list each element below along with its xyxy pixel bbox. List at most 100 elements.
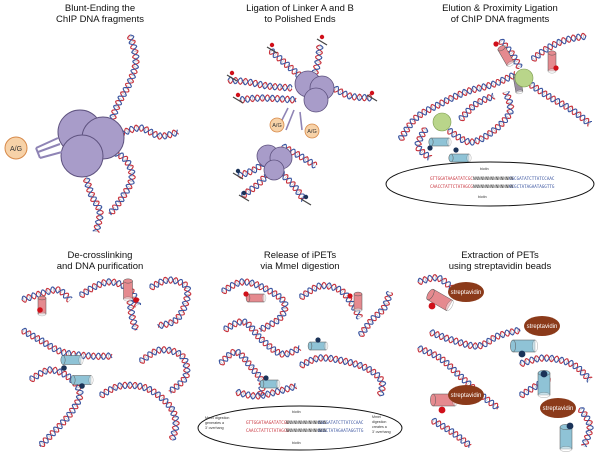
dna-helix: [529, 82, 592, 127]
dna-strand-red: [429, 328, 521, 350]
dna-helix: [458, 92, 496, 122]
dna-strand-blue: [299, 354, 387, 397]
dna-strand-red: [299, 354, 386, 397]
dna-strand-blue: [119, 124, 178, 140]
dna-helix: [311, 44, 324, 78]
seq-bot-red: CAACCTATTCTATAGCG: [246, 428, 289, 433]
dna-strand-red: [99, 381, 180, 441]
linker-cylinder: [559, 424, 573, 452]
linker-cylinder: [428, 137, 452, 147]
linker-end: [353, 291, 363, 297]
dna-base-pairs: [431, 418, 470, 447]
streptavidin-bead: [448, 282, 484, 302]
biotin-dot: [518, 350, 526, 358]
dna-strand-blue: [311, 44, 324, 78]
streptavidin-label: streptavidin: [451, 393, 482, 399]
panel6-title-line1: Extraction of PETs: [461, 250, 539, 261]
biotin-dot: [566, 422, 574, 430]
dna-strand-red: [447, 92, 515, 146]
dna-helix: [299, 354, 387, 397]
seq-top-red: GTTGGATAAGATATCGC: [430, 176, 473, 181]
panel1-protein-complex: A/G: [4, 109, 125, 178]
dna-helix: [149, 276, 192, 329]
panel4-title-line2: and DNA purification: [57, 261, 144, 272]
linker-end: [559, 446, 573, 452]
linker-end: [445, 299, 454, 312]
linker-stub: [238, 194, 250, 202]
panel3-title-line2: of ChIP DNA fragments: [451, 14, 550, 25]
objects-layer: [37, 34, 574, 452]
biotin-dot: [235, 92, 241, 98]
dna-strand-blue: [299, 282, 361, 320]
panel3-green-proteins: [432, 68, 534, 132]
streptavidin-label: streptavidin: [451, 290, 482, 296]
panel5-mmei-ellipse: GTTGGATAAGATATCGC NNNNNNNNNNNNNNNN CGCGA…: [197, 405, 403, 451]
dna-strand-blue: [237, 163, 264, 178]
streptavidin-label: streptavidin: [527, 324, 558, 330]
dna-helix: [417, 345, 500, 410]
dna-helix: [21, 327, 113, 361]
linker-body: [62, 355, 82, 365]
seq-bot-mid: NNNNNNNNNNNNNNNN: [473, 184, 514, 189]
biotin-dot: [438, 406, 446, 414]
dna-helix: [237, 161, 264, 179]
dna-helix: [126, 299, 139, 331]
biotin-dot: [243, 291, 249, 297]
seq-top-red: GTTGGATAAGATATCGC: [246, 420, 289, 425]
dna-strand-red: [227, 76, 293, 92]
dna-strand-red: [241, 175, 268, 198]
dna-strand-blue: [223, 318, 300, 358]
biotin-dot: [319, 34, 325, 40]
linker-body: [309, 341, 327, 351]
linker-end: [430, 393, 436, 407]
dna-helix: [278, 170, 307, 202]
linker-end: [37, 295, 47, 301]
seq-top-blue: CGCGATATCTTATCCAAC: [509, 176, 555, 181]
linker-end: [532, 339, 538, 353]
linker-end: [448, 153, 454, 163]
dna-strand-blue: [414, 127, 430, 161]
dna-strand-blue: [579, 407, 594, 448]
dna-strands-layer: [21, 32, 594, 448]
biotin-dot: [241, 190, 247, 196]
mmei-left-note-1: MmeI digestion: [205, 416, 229, 420]
dna-strand-blue: [358, 290, 392, 337]
biotin-dot: [428, 302, 436, 310]
seq-top-mid: NNNNNNNNNNNNNNNN: [473, 176, 514, 181]
dna-strand-red: [359, 292, 394, 337]
dna-strand-blue: [221, 278, 289, 332]
linker-cylinder: [448, 153, 472, 163]
dna-helix: [299, 281, 363, 320]
linker-end: [515, 89, 524, 95]
dna-helix: [239, 94, 297, 104]
biotin-dot: [427, 145, 433, 151]
ag-label: A/G: [307, 129, 316, 135]
dna-helix: [519, 354, 593, 383]
linker-stub: [366, 94, 378, 102]
dna-strand-red: [221, 278, 289, 332]
dna-strand-blue: [227, 76, 293, 92]
dna-helix: [578, 407, 594, 448]
linker-end: [60, 355, 66, 365]
linker-body: [123, 280, 133, 300]
seq-bot-red: CAACCTATTCTATAGCG: [430, 184, 473, 189]
dna-strand-blue: [429, 327, 521, 350]
dna-helix: [218, 348, 266, 397]
protein-ball: [60, 134, 104, 178]
dna-helix: [431, 417, 472, 448]
dna-strand-blue: [127, 299, 138, 331]
ellipse-frame: [385, 161, 595, 207]
panel2-title-line2: to Polished Ends: [264, 14, 336, 25]
linker-end: [88, 375, 94, 385]
linker-end: [70, 375, 76, 385]
dna-strand-red: [219, 348, 266, 397]
seq-bot-blue: GCGCTATAGAATAGGTTG: [509, 184, 555, 189]
linker-cylinder: [259, 379, 281, 389]
linker-end: [497, 45, 506, 52]
biotin-dot: [235, 168, 241, 174]
dna-helix: [333, 85, 373, 102]
dna-strand-blue: [29, 366, 84, 447]
protein-ball: [303, 87, 329, 113]
